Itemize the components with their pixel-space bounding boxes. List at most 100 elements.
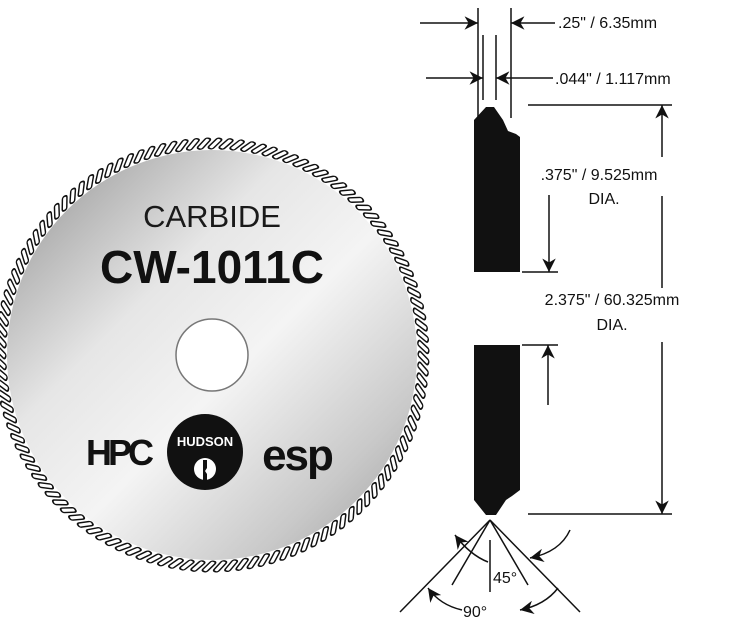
svg-text:HPC: HPC — [86, 432, 154, 473]
wheel-tooth — [347, 505, 355, 523]
wheel-tooth — [153, 142, 167, 157]
wheel-tooth — [382, 237, 399, 247]
wheel-tooth — [7, 278, 17, 296]
wheel-tooth — [179, 559, 195, 571]
wheel-tooth — [321, 175, 339, 183]
wheel-tooth — [416, 372, 428, 388]
profile-upper — [474, 107, 520, 272]
wheel-tooth — [0, 310, 9, 327]
wheel-tooth — [300, 537, 311, 553]
wheel-tooth — [0, 355, 7, 371]
wheel-tooth — [330, 182, 348, 190]
wheel-tooth — [212, 560, 228, 573]
thickness-outer-label: .25" / 6.35mm — [558, 15, 657, 32]
arbor-hole — [175, 318, 249, 392]
wheel-tooth — [289, 541, 301, 557]
wheel-tooth — [190, 560, 206, 572]
wheel-tooth — [224, 559, 239, 573]
wheel-tooth — [143, 145, 156, 161]
wheel-tooth — [85, 527, 103, 535]
wheel-tooth — [175, 139, 189, 153]
wheel-tooth — [201, 560, 217, 573]
wheel-profile — [474, 107, 520, 515]
wheel-tooth — [362, 212, 380, 220]
hpc-logo: HPC — [86, 432, 158, 473]
wheel-tooth — [399, 435, 409, 453]
wheel-tooth — [376, 229, 393, 238]
wheel-tooth — [271, 150, 289, 160]
hole-dia-label: .375" / 9.525mm — [541, 167, 658, 184]
wheel-tooth — [240, 141, 257, 152]
wheel-tooth — [257, 553, 271, 568]
wheel-tooth — [338, 512, 347, 530]
angle-90-label: 90° — [463, 604, 487, 621]
wheel-tooth — [0, 322, 8, 338]
cutter-wheel: CARBIDE CW-1011C HPC HUDSON esp — [0, 137, 430, 573]
wheel-tooth — [414, 318, 428, 332]
wheel-tooth — [69, 187, 77, 205]
wheel-tooth — [39, 219, 47, 237]
wheel-teeth — [0, 137, 430, 573]
wheel-tooth — [207, 137, 223, 150]
wheel-tooth — [135, 550, 153, 560]
wheel-tooth — [338, 189, 356, 196]
wheel-tooth — [410, 404, 421, 421]
outer-dia-suffix: DIA. — [596, 317, 627, 334]
wheel-tooth — [229, 139, 245, 151]
wheel-tooth — [114, 542, 132, 552]
wheel-tooth — [113, 157, 124, 173]
wheel-tooth — [44, 490, 62, 498]
wheel-tooth — [406, 286, 422, 299]
wheel-tooth — [0, 389, 12, 403]
wheel-tooth — [261, 146, 278, 157]
wheel-tooth — [0, 400, 14, 414]
wheel-tooth — [6, 422, 21, 434]
svg-text:HUDSON: HUDSON — [177, 434, 233, 449]
wheel-tooth — [415, 383, 426, 400]
wheel-tooth — [14, 443, 30, 454]
profile-lower — [474, 345, 520, 515]
wheel-tooth — [394, 256, 410, 267]
wheel-tooth — [389, 454, 398, 472]
wheel-tooth — [133, 149, 145, 164]
wheel-tooth — [46, 211, 53, 229]
wheel-tooth — [417, 350, 430, 366]
wheel-tooth — [282, 154, 300, 164]
wheel-tooth — [302, 163, 320, 173]
wheel-tooth — [235, 557, 249, 571]
wheel-tooth — [167, 558, 184, 569]
wheel-tooth — [95, 532, 113, 541]
angle-45-label: 45° — [493, 570, 517, 587]
wheel-tooth — [320, 525, 330, 542]
wheel-tooth — [407, 414, 417, 432]
wheel-tooth — [388, 247, 405, 257]
wheel-tooth — [32, 228, 40, 246]
wheel-tooth — [311, 169, 329, 178]
wheel-tooth — [416, 328, 430, 343]
wheel-tooth — [0, 333, 7, 349]
wheel-tooth — [403, 276, 418, 288]
wheel-tooth — [268, 549, 281, 565]
wheel-tooth — [417, 339, 430, 355]
dimension-labels: .25" / 6.35mm .044" / 1.117mm .375" / 9.… — [463, 15, 679, 621]
hudson-logo: HUDSON — [167, 414, 243, 490]
wheel-tooth — [37, 481, 55, 490]
wheel-tooth — [394, 445, 404, 463]
model-number: CW-1011C — [100, 241, 324, 293]
wheel-tooth — [403, 425, 413, 443]
wheel-tooth — [146, 553, 163, 564]
material-label: CARBIDE — [143, 199, 281, 234]
wheel-tooth — [10, 432, 26, 444]
wheel-tooth — [164, 140, 178, 155]
wheel-tooth — [369, 220, 387, 229]
wheel-tooth — [413, 393, 424, 411]
wheel-tooth — [250, 143, 268, 154]
wheel-tooth — [347, 196, 365, 203]
wheel-tooth — [417, 361, 429, 377]
thickness-edge-label: .044" / 1.117mm — [555, 71, 671, 88]
wheel-tooth — [196, 137, 212, 150]
wheel-tooth — [329, 519, 338, 536]
wheel-tooth — [398, 266, 414, 278]
wheel-tooth — [2, 411, 18, 424]
